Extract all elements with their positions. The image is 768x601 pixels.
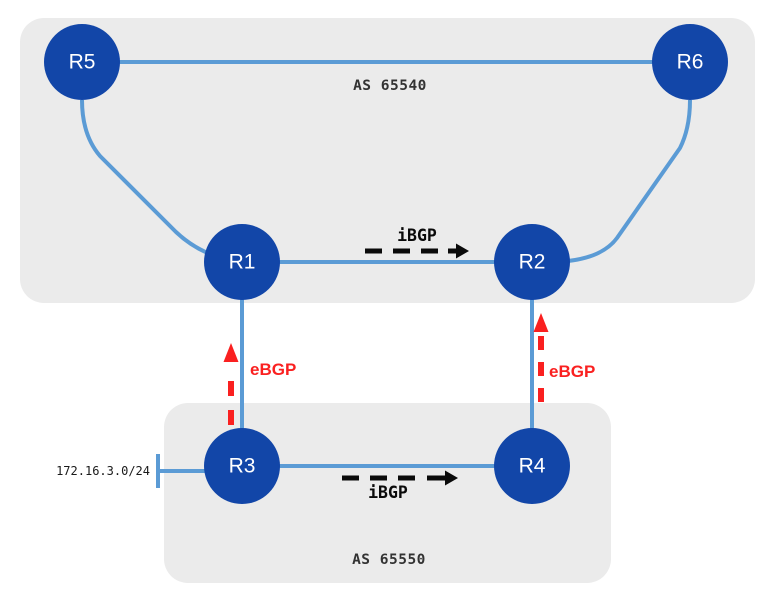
router-r6-label: R6 [677, 51, 704, 74]
ibgp-label-top: iBGP [397, 226, 437, 245]
router-r3-label: R3 [229, 455, 256, 478]
ebgp-arrow-right [533, 313, 549, 402]
router-r6 [652, 24, 728, 100]
router-r2-label: R2 [519, 251, 546, 274]
ibgp-arrow-top-head [456, 243, 469, 259]
as-65540-box [20, 18, 755, 303]
router-nodes [44, 24, 728, 504]
ibgp-label-bottom: iBGP [368, 483, 408, 502]
router-r5 [44, 24, 120, 100]
ebgp-arrow-left-head [223, 343, 239, 362]
ebgp-label-right: eBGP [549, 362, 595, 381]
router-r1 [204, 224, 280, 300]
as-65540-label: AS 65540 [353, 78, 427, 94]
ebgp-label-left: eBGP [250, 360, 296, 379]
ebgp-arrow-right-head [533, 313, 549, 332]
router-r2 [494, 224, 570, 300]
router-r4 [494, 428, 570, 504]
ibgp-arrow-top [365, 243, 469, 259]
router-r5-label: R5 [69, 51, 96, 74]
ibgp-arrow-bottom-head [445, 470, 458, 486]
link-r6-r2 [531, 99, 692, 264]
router-labels: R5 R6 R1 R2 R3 R4 [69, 51, 704, 478]
router-r4-label: R4 [519, 455, 546, 478]
router-r3 [204, 428, 280, 504]
prefix-label: 172.16.3.0/24 [56, 464, 150, 478]
router-r1-label: R1 [229, 251, 256, 274]
ibgp-arrow-bottom [342, 470, 458, 486]
ebgp-arrow-left [223, 343, 239, 425]
as-65550-label: AS 65550 [352, 552, 426, 568]
